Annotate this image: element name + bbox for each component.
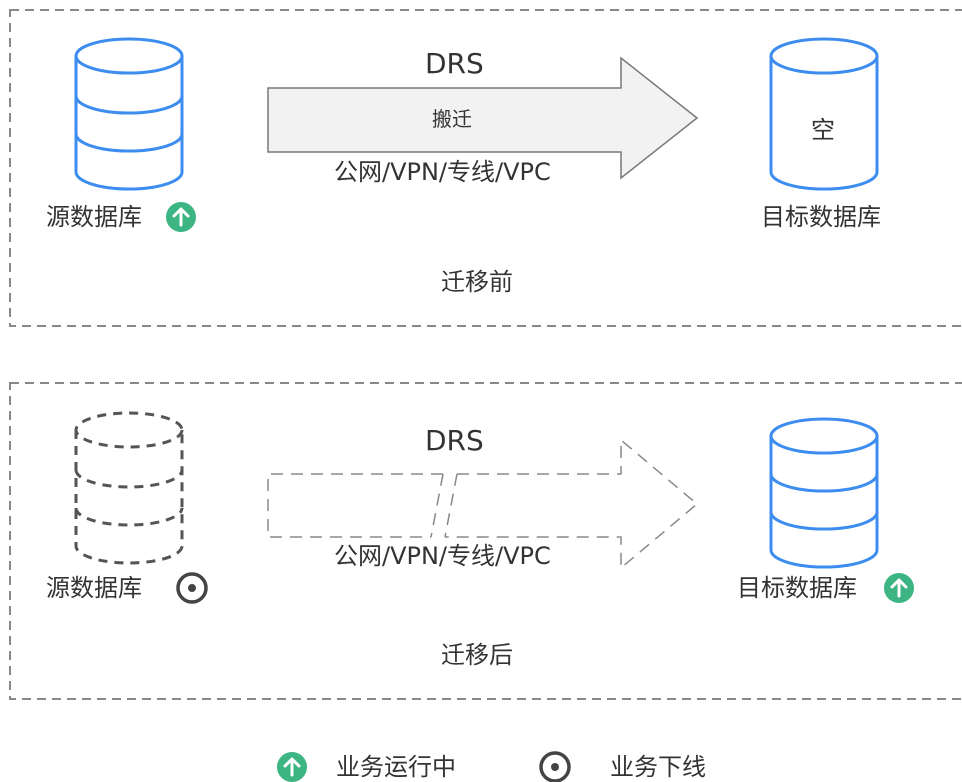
before-target-label: 目标数据库 — [761, 203, 881, 231]
legend-offline-label: 业务下线 — [610, 753, 706, 781]
target-database-active-icon — [769, 417, 879, 569]
after-source-label: 源数据库 — [46, 574, 142, 602]
before-panel-border — [9, 9, 962, 327]
migration-arrow-solid — [267, 56, 699, 180]
legend-running-label: 业务运行中 — [336, 753, 456, 781]
source-database-icon — [74, 37, 184, 191]
running-status-icon — [884, 573, 914, 603]
target-empty-label: 空 — [811, 116, 835, 144]
legend-running-icon — [277, 752, 307, 782]
migration-arrow-dashed — [267, 438, 699, 570]
target-database-icon — [769, 37, 879, 191]
before-network-label: 公网/VPN/专线/VPC — [334, 158, 551, 186]
legend-offline-icon — [539, 751, 571, 782]
after-caption: 迁移后 — [441, 641, 513, 669]
after-panel-border — [9, 382, 962, 700]
running-status-icon — [166, 202, 196, 232]
after-target-label: 目标数据库 — [737, 574, 857, 602]
source-database-offline-icon — [74, 411, 184, 565]
before-caption: 迁移前 — [441, 268, 513, 296]
before-source-label: 源数据库 — [46, 203, 142, 231]
after-network-label: 公网/VPN/专线/VPC — [334, 542, 551, 570]
offline-status-icon — [176, 572, 208, 604]
before-arrow-inner-label: 搬迁 — [432, 107, 472, 131]
after-drs-title: DRS — [425, 424, 484, 457]
before-drs-title: DRS — [425, 47, 484, 80]
